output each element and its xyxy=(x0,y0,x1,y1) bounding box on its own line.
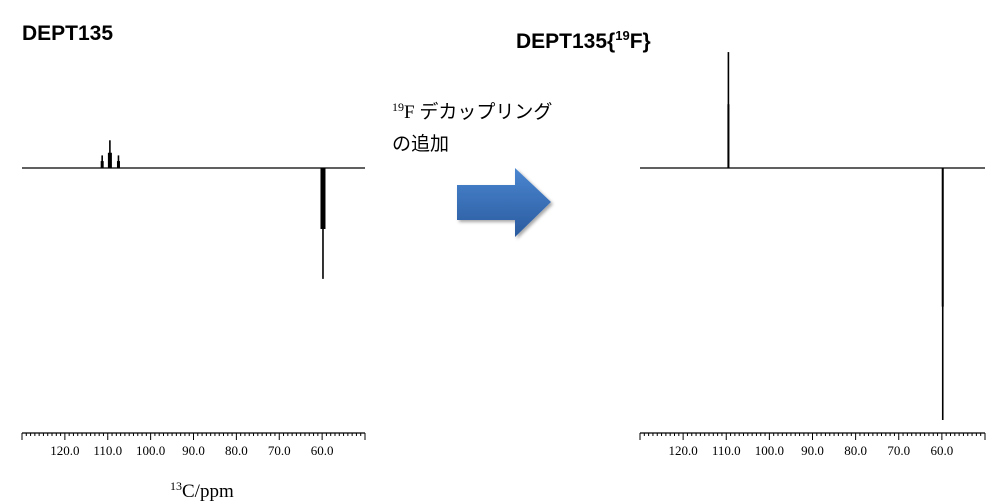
left-spectrum: 120.0 110.0 100.0 90.0 80.0 70.0 60.0 xyxy=(21,140,366,458)
tick-label: 60.0 xyxy=(931,443,954,458)
decoupling-note-line1: 19F デカップリング xyxy=(392,100,552,123)
decoupling-note-line2: の追加 xyxy=(392,133,449,155)
tick-label: 80.0 xyxy=(225,443,248,458)
tick-label: 90.0 xyxy=(182,443,205,458)
tick-label: 100.0 xyxy=(755,443,784,458)
tick-label: 80.0 xyxy=(844,443,867,458)
right-spectrum: 120.0 110.0 100.0 90.0 80.0 70.0 60.0 xyxy=(639,52,986,458)
left-spectrum-title: DEPT135 xyxy=(22,22,113,45)
tick-label: 120.0 xyxy=(669,443,698,458)
tick-label: 110.0 xyxy=(93,443,122,458)
right-spectrum-title: DEPT135{19F} xyxy=(516,28,651,53)
tick-label: 100.0 xyxy=(136,443,165,458)
tick-label: 90.0 xyxy=(801,443,824,458)
tick-label: 110.0 xyxy=(712,443,741,458)
tick-label: 120.0 xyxy=(50,443,79,458)
tick-label: 70.0 xyxy=(887,443,910,458)
tick-label: 70.0 xyxy=(268,443,291,458)
x-axis-label: 13C/ppm xyxy=(170,479,234,502)
tick-label: 60.0 xyxy=(311,443,334,458)
right-arrow-icon xyxy=(457,168,551,237)
